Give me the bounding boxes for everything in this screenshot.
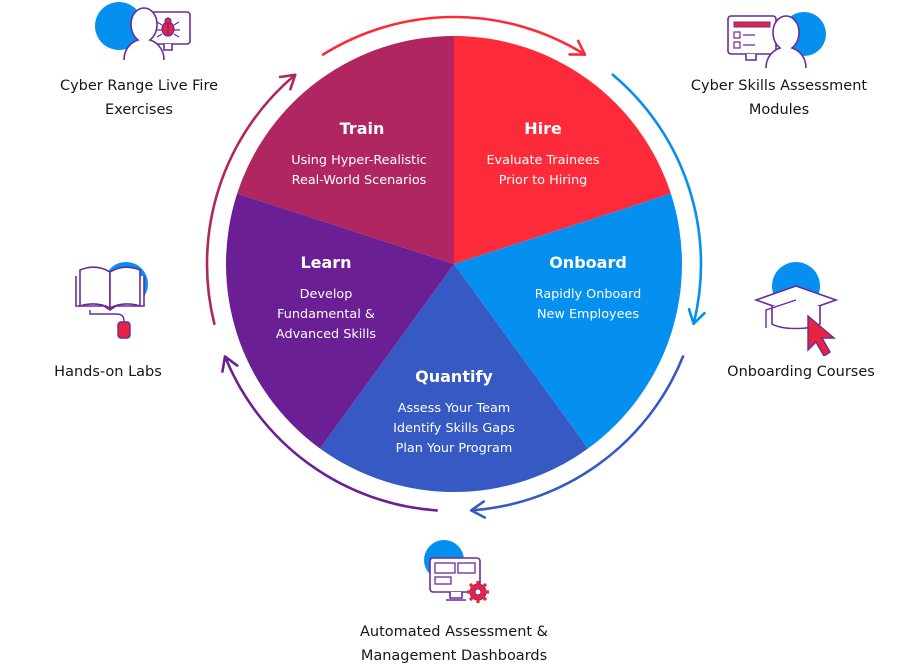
feature-skills-assessment: Cyber Skills Assessment Modules <box>668 0 890 125</box>
arrowhead-onboard-to-quantify <box>469 500 487 519</box>
wedge-line-learn-2: Fundamental & <box>277 307 375 322</box>
feature-label-cyber-range-2: Exercises <box>105 102 173 118</box>
wedge-line-onboard-2: New Employees <box>537 307 639 322</box>
wedge-hire <box>454 193 682 449</box>
ring-arrow-learn-to-train <box>205 73 297 326</box>
feature-onboarding-courses: Onboarding Courses <box>706 258 896 388</box>
wedge-learn <box>237 36 454 264</box>
wedge-onboard <box>319 264 589 493</box>
ring-arrow-hire-to-onboard <box>611 73 703 326</box>
feature-cyber-range: Cyber Range Live Fire Exercises <box>28 0 250 125</box>
book-mouse-icon <box>75 262 148 339</box>
feature-label-onboarding-courses: Onboarding Courses <box>727 364 875 380</box>
ring-arrow-quantify-to-learn <box>223 355 439 512</box>
feature-label-cyber-range-1: Cyber Range Live Fire <box>59 78 219 94</box>
ring-arrow-train-to-hire <box>321 15 587 56</box>
monitor-checklist-person-icon <box>727 12 826 68</box>
person-monitor-bug-icon <box>95 2 191 61</box>
feature-label-dashboards-1: Automated Assessment & <box>360 624 548 640</box>
feature-label-skills-assessment-2: Modules <box>748 102 810 118</box>
wedge-line-train-1: Using Hyper-Realistic <box>291 153 427 168</box>
wedge-title-onboard: Onboard <box>549 253 627 272</box>
arrowhead-hire-to-onboard <box>687 307 706 326</box>
arrowhead-train-to-hire <box>568 39 587 56</box>
wedge-line-quantify-2: Identify Skills Gaps <box>393 421 515 436</box>
graduation-cap-cursor-icon <box>754 262 839 356</box>
wedge-line-quantify-1: Assess Your Team <box>398 401 511 416</box>
wedge-line-hire-2: Prior to Hiring <box>499 173 588 188</box>
wedge-line-quantify-3: Plan Your Program <box>396 441 513 456</box>
wedge-title-learn: Learn <box>300 253 351 272</box>
wedges <box>226 36 682 493</box>
feature-label-dashboards-2: Management Dashboards <box>360 648 548 664</box>
wedge-line-onboard-1: Rapidly Onboard <box>535 287 642 302</box>
feature-label-hands-on-labs: Hands-on Labs <box>54 364 162 380</box>
ring-arrows <box>205 15 706 519</box>
feature-dashboards: Automated Assessment & Management Dashbo… <box>336 536 572 667</box>
wedge-line-learn-3: Advanced Skills <box>276 327 376 342</box>
ring-arrow-onboard-to-quantify <box>469 355 685 512</box>
monitor-gear-icon <box>424 540 489 603</box>
wedge-title-quantify: Quantify <box>415 367 493 386</box>
wedge-quantify <box>226 193 454 449</box>
arrowhead-learn-to-train <box>278 73 297 91</box>
feature-hands-on-labs: Hands-on Labs <box>30 258 186 388</box>
arrowhead-quantify-to-learn <box>221 355 239 373</box>
feature-label-skills-assessment-1: Cyber Skills Assessment <box>690 78 868 94</box>
wedge-line-learn-1: Develop <box>300 287 353 302</box>
wedge-title-train: Train <box>340 119 385 138</box>
wedge-title-hire: Hire <box>524 119 562 138</box>
wedge-line-train-2: Real-World Scenarios <box>292 173 427 188</box>
wedge-train <box>454 36 671 264</box>
wedge-line-hire-1: Evaluate Trainees <box>486 153 599 168</box>
